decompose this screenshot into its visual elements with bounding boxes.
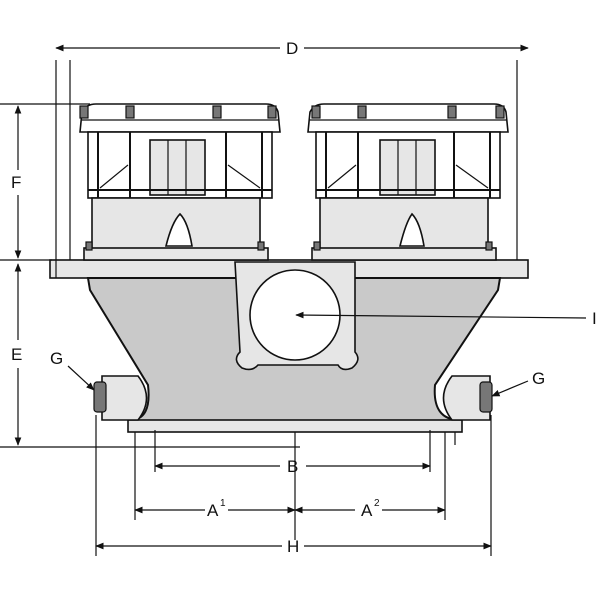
- right-filter-unit: [307, 103, 509, 261]
- label-a2: A: [361, 501, 373, 520]
- right-nozzle: [442, 375, 493, 421]
- bottom-flange: [127, 419, 463, 433]
- label-f: F: [11, 173, 21, 192]
- dimension-lines: [0, 44, 587, 556]
- label-i: I: [592, 309, 597, 328]
- label-g-right: G: [532, 369, 545, 388]
- dimension-labels: D F E G G I B A 1 A 2 H: [11, 39, 597, 556]
- label-g-left: G: [50, 349, 63, 368]
- label-h: H: [287, 537, 299, 556]
- left-filter-unit: [79, 103, 281, 261]
- label-a1-sup: 1: [220, 498, 226, 509]
- left-nozzle: [93, 375, 148, 421]
- label-e: E: [11, 345, 22, 364]
- label-d: D: [286, 39, 298, 58]
- label-b: B: [287, 457, 298, 476]
- label-a1: A: [207, 501, 219, 520]
- label-a2-sup: 2: [374, 498, 380, 509]
